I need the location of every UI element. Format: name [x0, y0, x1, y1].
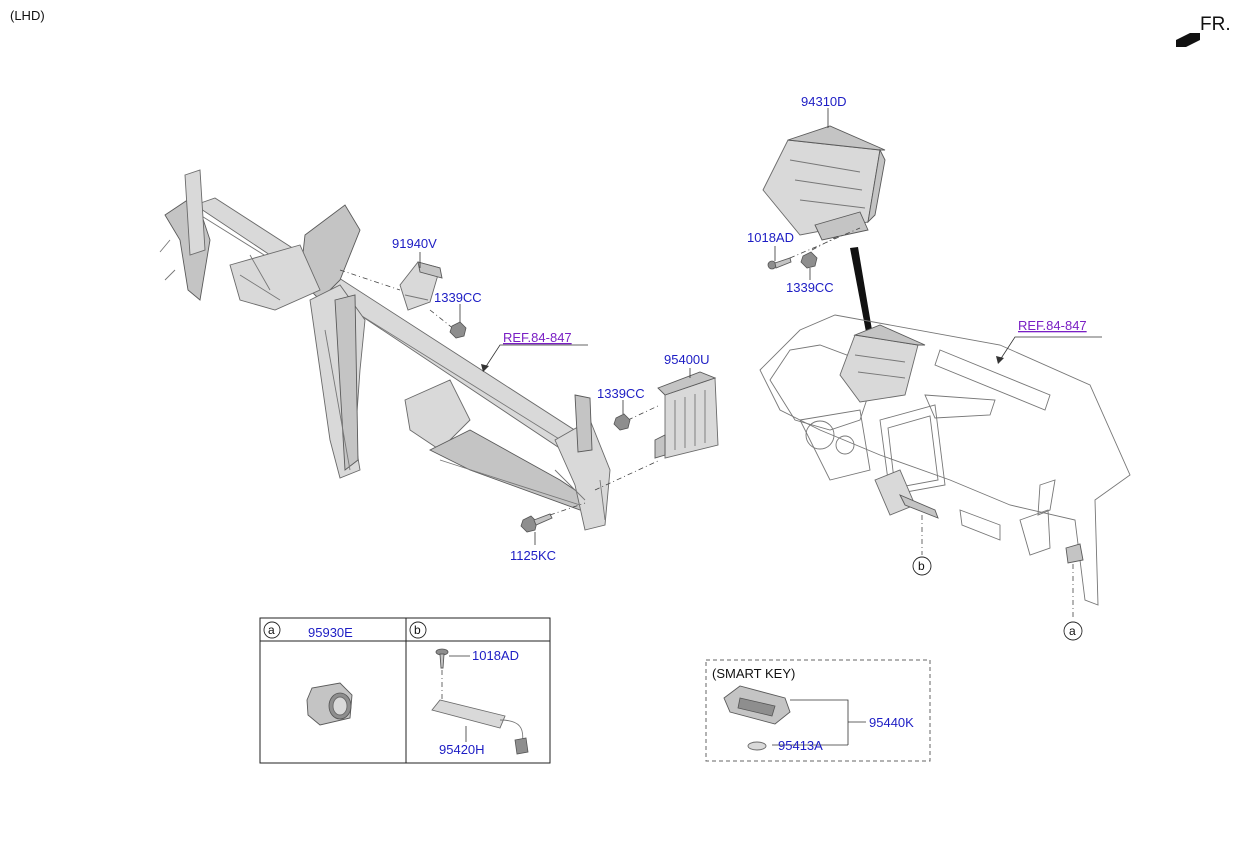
dashboard-illustration	[759, 314, 1131, 606]
table-part-95930E[interactable]: 95930E	[308, 625, 353, 640]
junction-block-91940V[interactable]	[399, 261, 443, 311]
smart-key-box	[705, 659, 931, 762]
nut-1339CC-c[interactable]	[800, 251, 818, 269]
install-arrow	[850, 247, 872, 332]
marker-b-dashboard[interactable]: b	[912, 556, 932, 576]
cowl-cross-bar-illustration	[159, 169, 611, 531]
mount-line-91940V	[339, 269, 456, 331]
leader-ref-right	[999, 336, 1102, 361]
nut-1339CC-a[interactable]	[449, 321, 467, 339]
callout-1125KC[interactable]: 1125KC	[510, 548, 556, 563]
front-direction-indicator: FR.	[1176, 14, 1231, 47]
front-label: FR.	[1200, 14, 1231, 35]
svg-text:a: a	[268, 623, 275, 637]
nut-1339CC-b[interactable]	[613, 413, 631, 431]
ref-left[interactable]: REF.84-847	[503, 330, 572, 345]
arrow-ref-left	[481, 364, 489, 372]
antenna-95420H[interactable]	[431, 699, 529, 755]
battery-95413A[interactable]	[747, 741, 767, 751]
callout-95400U[interactable]: 95400U	[664, 352, 710, 367]
smart-key-title: (SMART KEY)	[712, 666, 795, 681]
callout-91940V[interactable]: 91940V	[392, 236, 437, 251]
table-marker-b: b	[409, 621, 427, 639]
callout-95413A[interactable]: 95413A	[778, 738, 823, 753]
leader-95440K	[772, 699, 866, 746]
switch-95930E[interactable]	[306, 682, 353, 726]
bolt-1125KC[interactable]	[520, 513, 553, 533]
callout-1339CC-a[interactable]: 1339CC	[434, 290, 482, 305]
head-unit-94310D[interactable]	[762, 125, 886, 241]
callout-95440K[interactable]: 95440K	[869, 715, 914, 730]
arrow-ref-right	[996, 356, 1004, 364]
callout-95420H[interactable]: 95420H	[439, 742, 485, 757]
svg-text:b: b	[414, 623, 421, 637]
ref-right[interactable]: REF.84-847	[1018, 318, 1087, 333]
control-module-95400U[interactable]	[654, 371, 719, 459]
callout-1018AD-table[interactable]: 1018AD	[472, 648, 519, 663]
detail-table	[259, 617, 551, 764]
svg-text:b: b	[918, 559, 925, 573]
smart-key-fob[interactable]	[723, 685, 791, 725]
variant-label: (LHD)	[10, 8, 45, 23]
callout-1339CC-b[interactable]: 1339CC	[597, 386, 645, 401]
table-marker-a: a	[263, 621, 281, 639]
mount-line-head-unit	[789, 227, 861, 259]
svg-text:a: a	[1069, 624, 1076, 638]
callout-94310D[interactable]: 94310D	[801, 94, 847, 109]
screw-1018AD-top[interactable]	[767, 257, 792, 270]
callout-1018AD-top[interactable]: 1018AD	[747, 230, 794, 245]
front-arrow-icon	[1176, 33, 1200, 47]
marker-a-dashboard[interactable]: a	[1063, 621, 1083, 641]
screw-1018AD-table[interactable]	[435, 648, 449, 669]
leader-ref-left	[484, 344, 588, 369]
callout-1339CC-c[interactable]: 1339CC	[786, 280, 834, 295]
